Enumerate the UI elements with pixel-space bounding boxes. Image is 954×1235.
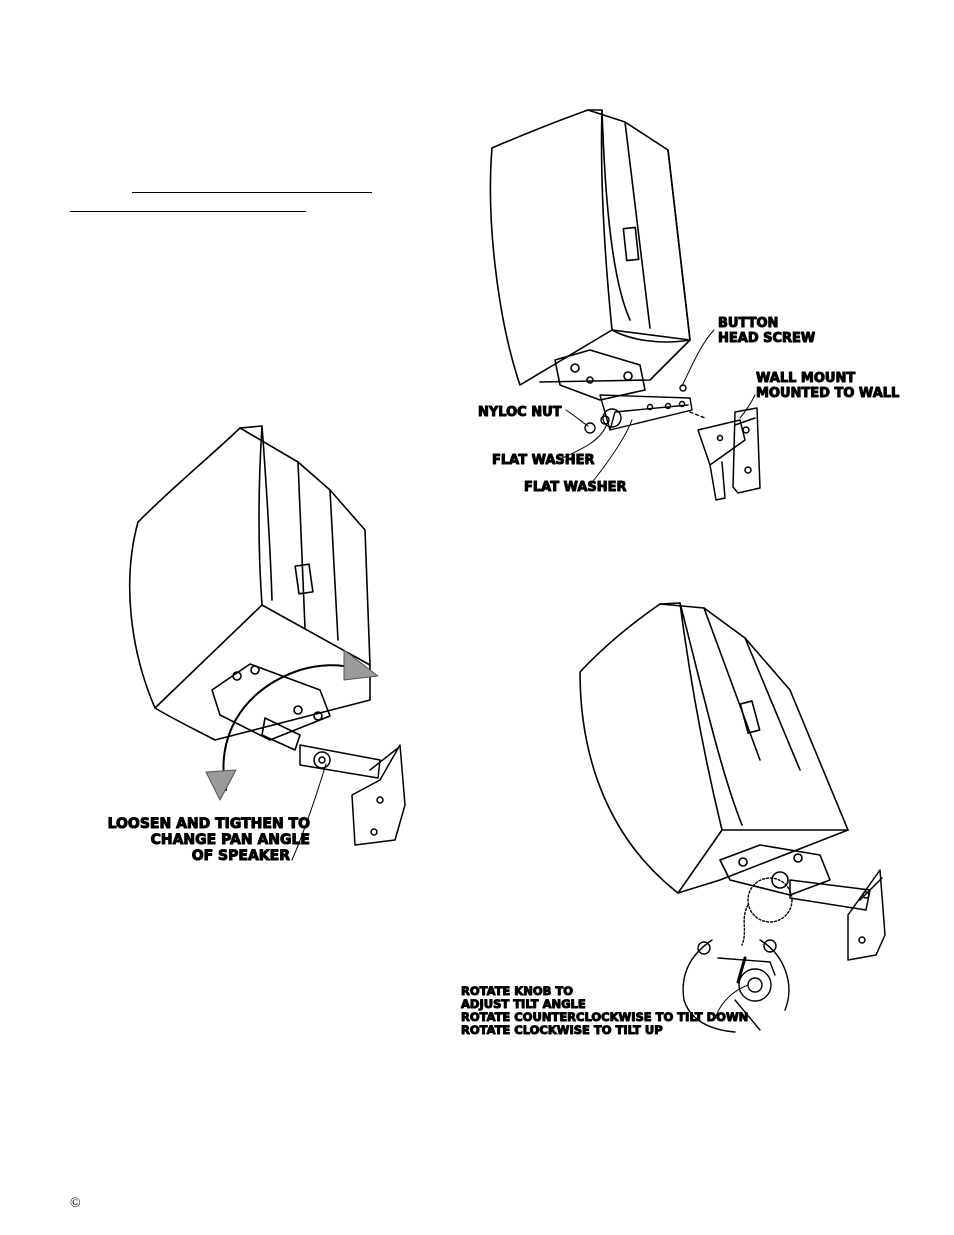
- label-pan-1: LOOSEN AND TIGTHEN TO: [108, 816, 310, 832]
- bracket-top-exploded: [584, 384, 706, 434]
- label-button-head-screw-1: BUTTON: [718, 316, 778, 331]
- pan-rotation-arrow: [205, 649, 379, 801]
- label-wall-mount-1: WALL MOUNT: [756, 371, 855, 386]
- label-wall-mount-2: MOUNTED TO WALL: [756, 386, 899, 401]
- label-nyloc-nut: NYLOC NUT: [478, 405, 562, 420]
- heading-underline-1: [132, 192, 372, 193]
- speaker-top-exploded: [489, 109, 691, 401]
- label-tilt-2: ADJUST TILT ANGLE: [461, 997, 586, 1011]
- label-tilt-3: ROTATE COUNTERCLOCKWISE TO TILT DOWN: [461, 1010, 748, 1024]
- label-pan-3: OF SPEAKER: [192, 848, 290, 864]
- label-tilt-4: ROTATE CLOCKWISE TO TILT UP: [461, 1023, 663, 1037]
- pan-arrow-head-right: [343, 649, 379, 681]
- pan-arrow-head-left: [205, 769, 237, 801]
- label-flat-washer-b: FLAT WASHER: [524, 480, 627, 495]
- label-button-head-screw-2: HEAD SCREW: [718, 331, 815, 346]
- leader-line-pan: [291, 763, 327, 861]
- label-tilt-1: ROTATE KNOB TO: [461, 984, 573, 998]
- bracket-bottom-tilt: [789, 869, 886, 961]
- heading-underline-2: [70, 211, 306, 212]
- tilt-detail-callout: [682, 877, 793, 1033]
- speaker-left-pan: [128, 425, 371, 751]
- bracket-left-pan: [299, 744, 406, 846]
- leader-line-tilt: [715, 984, 749, 1017]
- label-pan-2: CHANGE PAN ANGLE: [151, 832, 310, 848]
- leader-lines-top: [559, 329, 756, 486]
- wall-mount-top: [697, 407, 761, 501]
- speaker-bottom-tilt: [579, 602, 849, 896]
- copyright-symbol: ©: [70, 1196, 81, 1211]
- label-flat-washer-a: FLAT WASHER: [492, 453, 595, 468]
